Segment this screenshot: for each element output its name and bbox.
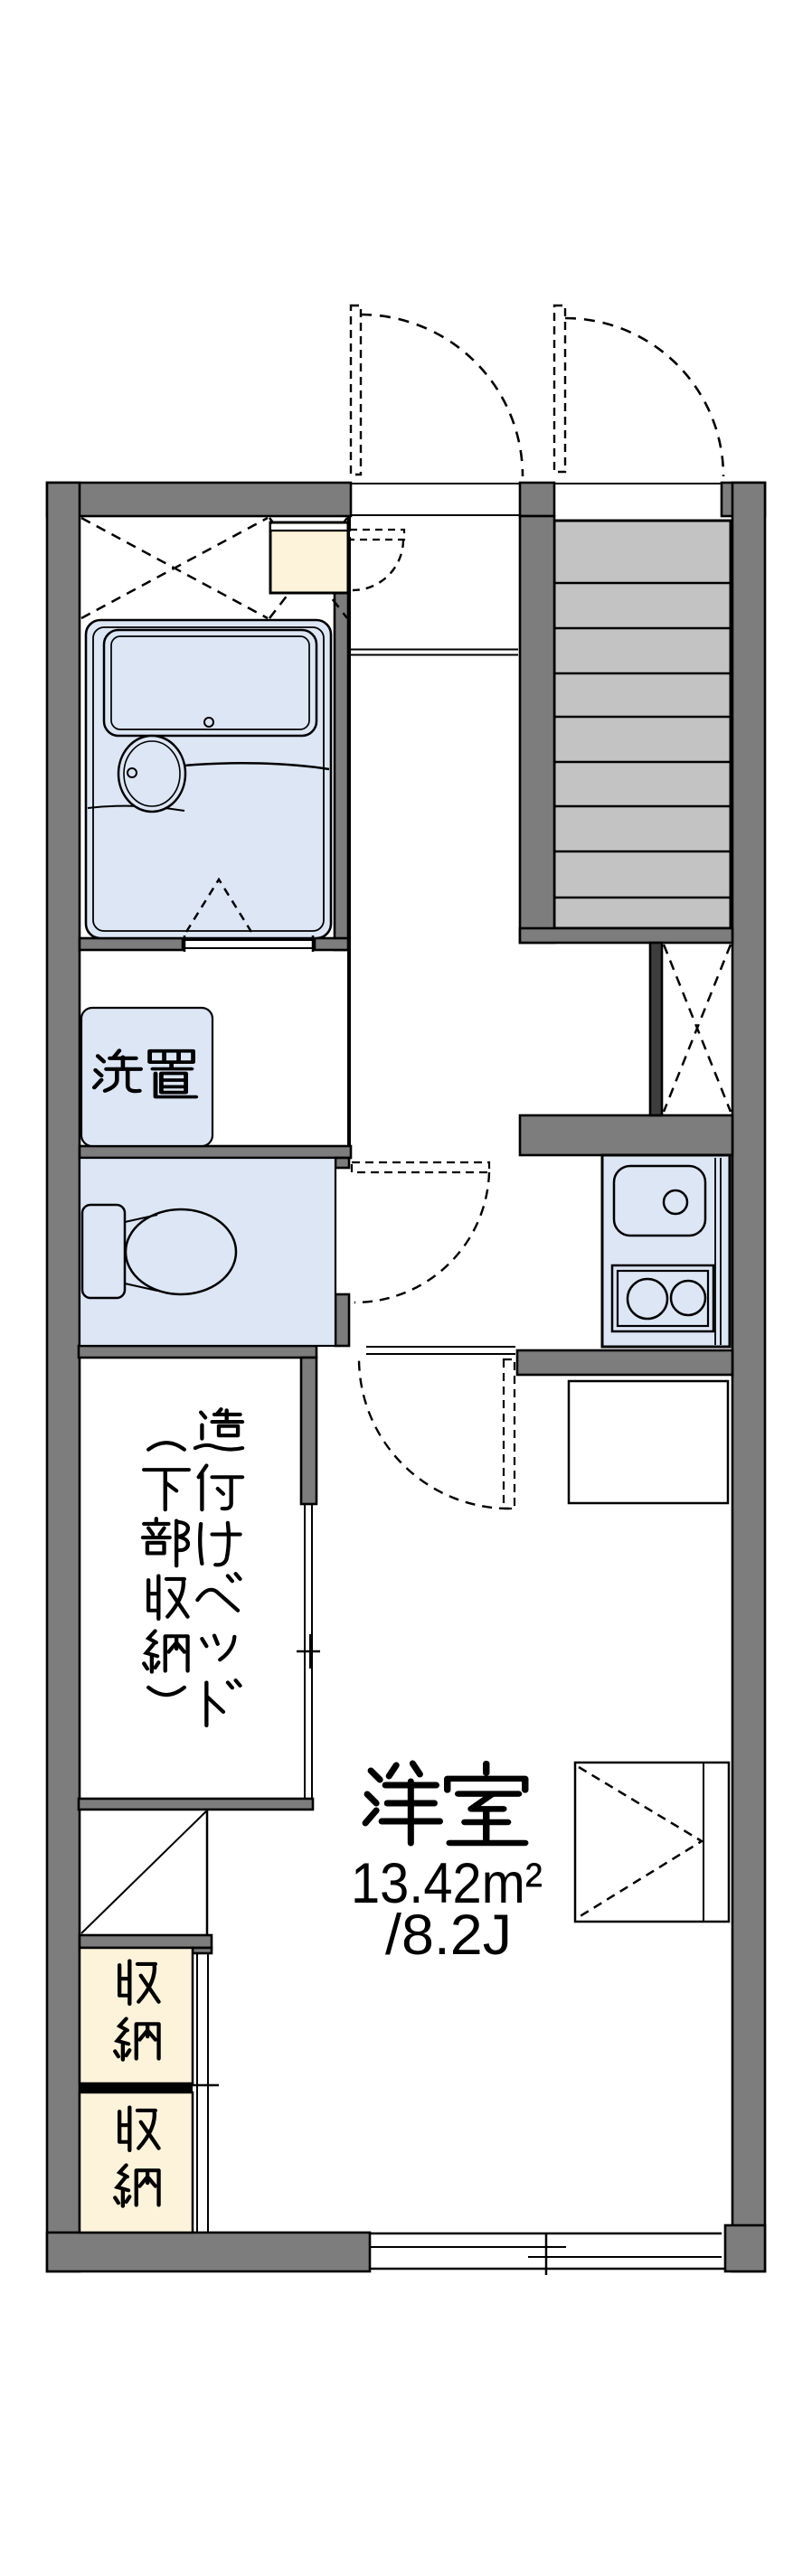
svg-text:/8.2J: /8.2J bbox=[385, 1904, 512, 1967]
svg-text:13.42m²: 13.42m² bbox=[351, 1852, 543, 1915]
